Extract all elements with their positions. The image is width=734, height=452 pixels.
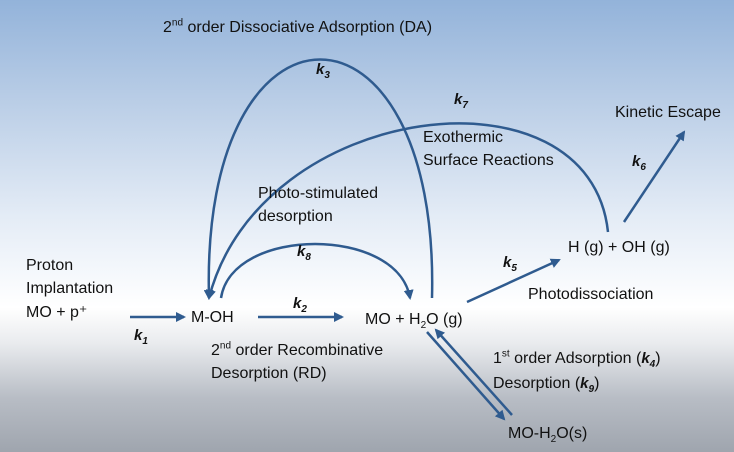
k9-arrow [434, 328, 513, 416]
k7-label: k7 [454, 91, 468, 111]
k6-arrow [622, 130, 686, 223]
k4-arrow [426, 331, 506, 421]
k7-arrow [206, 122, 610, 300]
k2-label: k2 [293, 295, 307, 315]
k1-label: k1 [134, 327, 148, 347]
mo-h2o-gas-species: MO + H2O (g) [365, 311, 463, 332]
mo-p-species: MO + p⁺ [26, 304, 88, 321]
exothermic-label-line2: Surface Reactions [423, 152, 554, 169]
kinetic-escape-label: Kinetic Escape [615, 104, 721, 121]
k3-label: k3 [316, 61, 330, 81]
rd-label-line2: Desorption (RD) [211, 365, 327, 382]
k5-label: k5 [503, 254, 517, 274]
k3-arrow [203, 58, 434, 300]
proton-label-line1: Proton [26, 257, 74, 274]
mo-h2o-surface-species: MO-H2O(s) [508, 425, 588, 446]
da-title: 2nd order Dissociative Adsorption (DA) [163, 17, 433, 36]
k8-arrow [219, 242, 414, 300]
photodissociation-label: Photodissociation [528, 286, 654, 303]
ads-label-line1: 1st order Adsorption (k4) [493, 348, 661, 370]
k6-label: k6 [632, 153, 646, 173]
rd-label-line1: 2nd order Recombinative [211, 340, 384, 359]
proton-label-line2: Implantation [26, 280, 114, 297]
exothermic-label-line1: Exothermic [423, 129, 504, 146]
photo-stimulated-label-line1: Photo-stimulated [258, 185, 379, 202]
photo-stimulated-label-line2: desorption [258, 208, 333, 225]
k5-arrow [466, 258, 561, 304]
m-oh-species: M-OH [191, 309, 234, 326]
h-oh-species: H (g) + OH (g) [568, 239, 670, 256]
ads-label-line2: Desorption (k9) [493, 375, 600, 395]
k8-label: k8 [297, 243, 311, 263]
